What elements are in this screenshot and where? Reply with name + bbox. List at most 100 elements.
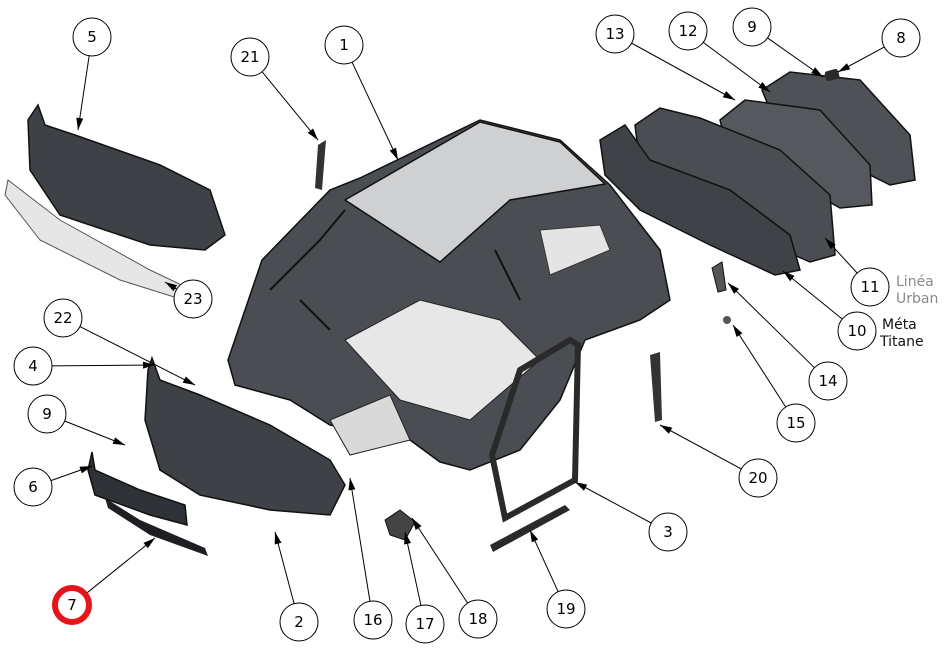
callout-circle — [648, 512, 688, 552]
callout-circle — [324, 25, 364, 65]
callout-number: 9 — [42, 405, 52, 423]
door-seal — [488, 336, 582, 523]
callout-circle — [279, 602, 319, 642]
variant-linea-urban: Linéa Urban — [896, 274, 938, 307]
callout-circle — [546, 589, 586, 629]
front-fascia-upper — [27, 103, 226, 251]
arrowhead-icon — [838, 63, 851, 72]
callout-circle — [27, 394, 67, 434]
variant-meta-label: Méta — [882, 317, 917, 333]
callout-1: 1 — [324, 25, 364, 65]
callout-8: 8 — [881, 18, 921, 58]
callout-6: 6 — [13, 467, 53, 507]
arrowhead-icon — [530, 530, 539, 543]
callout-number: 2 — [294, 613, 304, 631]
callout-20: 20 — [738, 458, 778, 498]
arrowhead-icon — [660, 425, 673, 434]
callout-11: 11 — [850, 267, 890, 307]
callout-22: 22 — [43, 298, 83, 338]
arrowhead-icon — [142, 361, 155, 369]
front-grille — [87, 451, 188, 527]
arrowhead-icon — [783, 271, 795, 282]
arrowhead-icon — [412, 518, 422, 530]
callout-17: 17 — [405, 604, 445, 644]
callout-4: 4 — [13, 346, 53, 386]
pillar-trim-21 — [315, 140, 326, 190]
leader-line — [349, 477, 371, 602]
leader-line — [274, 531, 295, 604]
callout-number: 21 — [240, 48, 259, 66]
arrowhead-icon — [722, 91, 735, 100]
callout-14: 14 — [808, 361, 848, 401]
sill-strip-19 — [490, 505, 570, 552]
callout-number: 11 — [860, 278, 879, 296]
leader-line — [404, 531, 422, 606]
callout-2: 2 — [279, 602, 319, 642]
leader-line — [79, 326, 196, 386]
callout-number: 23 — [183, 290, 202, 308]
leader-line — [261, 71, 319, 141]
callout-number: 8 — [896, 29, 906, 47]
callout-circle — [72, 17, 112, 57]
callout-13: 13 — [595, 14, 635, 54]
callout-circle — [595, 14, 635, 54]
leader-line — [631, 42, 736, 101]
leader-line — [782, 270, 843, 320]
arrowhead-icon — [389, 147, 398, 160]
callout-circle — [668, 11, 708, 51]
arrowhead-icon — [733, 325, 743, 337]
callout-circle — [13, 467, 53, 507]
callout-9: 9 — [732, 7, 772, 47]
callout-number: 16 — [363, 611, 382, 629]
arrowhead-icon — [575, 482, 588, 491]
callout-circle — [353, 600, 393, 640]
leader-line — [51, 364, 156, 367]
arrowhead-icon — [728, 283, 740, 294]
callout-21: 21 — [230, 37, 270, 77]
arrowhead-icon — [811, 67, 823, 77]
tailgate-10 — [599, 124, 801, 276]
callout-9: 9 — [27, 394, 67, 434]
callout-circle — [837, 311, 877, 351]
callout-15: 15 — [776, 403, 816, 443]
callout-number: 20 — [748, 469, 767, 487]
variant-meta-titane: Méta Titane — [879, 317, 924, 350]
arrowhead-icon — [182, 376, 195, 385]
parts-drawings — [4, 69, 916, 556]
variant-titane-label: Titane — [879, 334, 924, 350]
callout-number: 1 — [339, 36, 349, 54]
callout-number: 18 — [468, 610, 487, 628]
leader-line — [732, 324, 787, 408]
callout-number: 19 — [556, 600, 575, 618]
callout-number: 7 — [67, 596, 77, 614]
callout-circle — [738, 458, 778, 498]
callout-circle — [808, 361, 848, 401]
callout-circle — [776, 403, 816, 443]
callout-number: 15 — [786, 414, 805, 432]
callout-circle — [13, 346, 53, 386]
arrowhead-icon — [79, 466, 92, 474]
leader-line — [77, 55, 90, 131]
leader-line — [86, 537, 156, 594]
variant-linea-label: Linéa — [896, 274, 934, 290]
callout-3: 3 — [648, 512, 688, 552]
callout-number: 10 — [847, 322, 866, 340]
leader-line — [574, 481, 652, 524]
callout-circle — [173, 279, 213, 319]
arrowhead-icon — [758, 82, 770, 92]
callout-number: 3 — [663, 523, 673, 541]
callout-number: 12 — [678, 22, 697, 40]
clip-15 — [723, 316, 731, 324]
callout-circle — [43, 298, 83, 338]
callout-circle — [52, 585, 92, 625]
callout-circle — [881, 18, 921, 58]
callout-7: 7 — [52, 585, 92, 625]
bumper-strip — [105, 498, 208, 556]
callout-18: 18 — [458, 599, 498, 639]
callout-circle — [850, 267, 890, 307]
leader-line — [411, 517, 469, 604]
callout-16: 16 — [353, 600, 393, 640]
callout-circle — [230, 37, 270, 77]
car-body-shell — [227, 119, 671, 471]
